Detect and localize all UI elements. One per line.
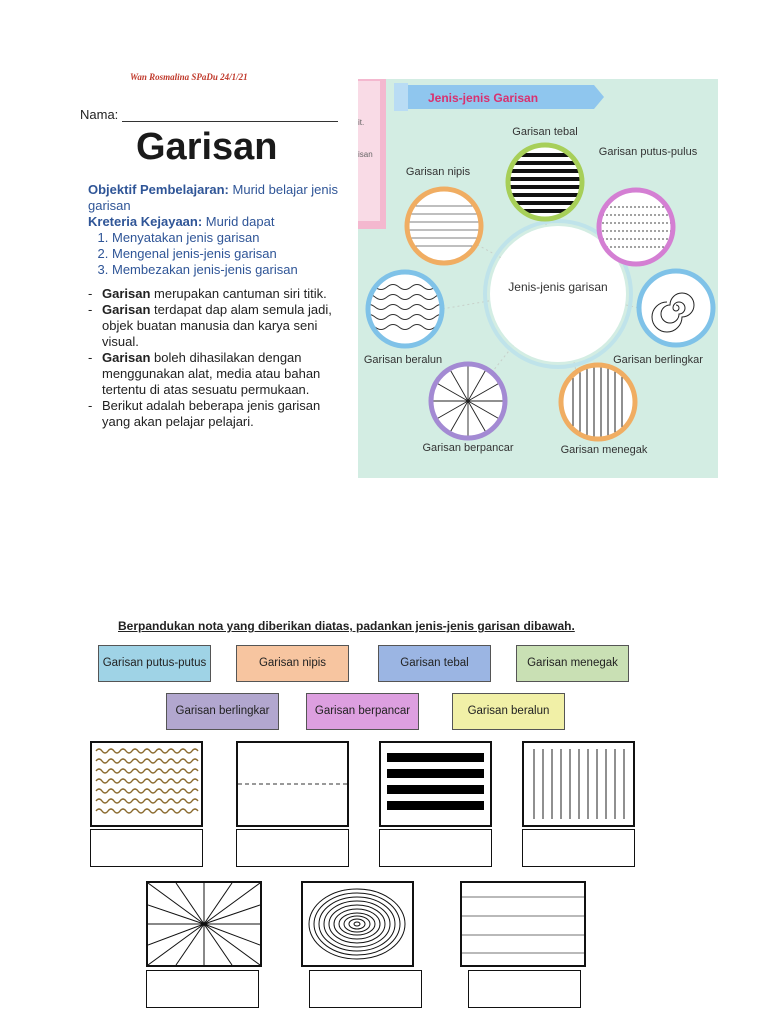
- answer-box[interactable]: [90, 829, 203, 867]
- photo-banner: Jenis-jenis Garisan: [428, 91, 538, 105]
- label-berpancar: Garisan berpancar: [422, 442, 513, 454]
- picture-radiating-lines: [146, 881, 262, 967]
- bullet-keyword: Garisan: [102, 302, 151, 317]
- answer-box[interactable]: [522, 829, 635, 867]
- criteria-item: Menyatakan jenis garisan: [112, 230, 350, 246]
- radiating-lines-drawing: [148, 883, 260, 965]
- answer-label-berpancar[interactable]: Garisan berpancar: [306, 693, 419, 730]
- answer-label-menegak[interactable]: Garisan menegak: [516, 645, 629, 682]
- criteria: Kreteria Kejayaan: Murid dapat: [88, 214, 350, 230]
- bullet-text: Berikut adalah beberapa jenis garisan ya…: [102, 398, 321, 429]
- answer-label-nipis[interactable]: Garisan nipis: [236, 645, 349, 682]
- notes-bullets: Garisan merupakan cantuman siri titik. G…: [88, 286, 350, 430]
- answer-box[interactable]: [146, 970, 259, 1008]
- page-title: Garisan: [136, 126, 278, 168]
- bullet-text: boleh dihasilakan dengan menggunakan ala…: [102, 350, 321, 397]
- label-menegak: Garisan menegak: [561, 444, 648, 456]
- picture-vertical-lines: [522, 741, 635, 827]
- picture-thin-lines: [460, 881, 586, 967]
- author-credit: Wan Rosmalina SPaDu 24/1/21: [130, 72, 248, 82]
- vertical-lines-drawing: [533, 749, 625, 819]
- thick-lines-drawing: [387, 753, 484, 810]
- objective-text: Murid belajar jenis garisan: [88, 182, 339, 213]
- name-field-row: Nama:: [80, 107, 339, 122]
- line-types-mindmap: it. isan Jenis-jenis Garisan Jenis-jenis…: [358, 79, 716, 456]
- photo-edge-text: it.: [358, 118, 364, 127]
- answer-box[interactable]: [379, 829, 492, 867]
- dashed-line-drawing: [238, 783, 347, 785]
- bullet-keyword: Garisan: [102, 350, 151, 365]
- wavy-lines-drawing: [95, 748, 199, 814]
- photo-edge-text: isan: [358, 150, 373, 159]
- lesson-notes: Objektif Pembelajaran: Murid belajar jen…: [88, 182, 350, 430]
- picture-thick-lines: [379, 741, 492, 827]
- name-label: Nama:: [80, 107, 119, 122]
- answer-box[interactable]: [236, 829, 349, 867]
- answer-label-berlingkar[interactable]: Garisan berlingkar: [166, 693, 279, 730]
- label-berlingkar: Garisan berlingkar: [613, 354, 703, 366]
- label-putus-putus: Garisan putus-pulus: [599, 146, 698, 158]
- picture-spiral-lines: [301, 881, 414, 967]
- picture-dashed-line: [236, 741, 349, 827]
- criteria-label: Kreteria Kejayaan:: [88, 214, 203, 229]
- objective-label: Objektif Pembelajaran:: [88, 182, 229, 197]
- criteria-list: Menyatakan jenis garisan Mengenal jenis-…: [88, 230, 350, 278]
- objective: Objektif Pembelajaran: Murid belajar jen…: [88, 182, 350, 214]
- textbook-photo: it. isan Jenis-jenis Garisan Jenis-jenis…: [358, 79, 718, 478]
- answer-label-putus-putus[interactable]: Garisan putus-putus: [98, 645, 211, 682]
- picture-wavy-lines: [90, 741, 203, 827]
- spiral-lines-drawing: [308, 888, 406, 960]
- answer-label-beralun[interactable]: Garisan beralun: [452, 693, 565, 730]
- answer-box[interactable]: [309, 970, 422, 1008]
- bullet-keyword: Garisan: [102, 286, 151, 301]
- center-label: Jenis-jenis garisan: [508, 280, 607, 294]
- answer-box[interactable]: [468, 970, 581, 1008]
- bullet-item: Garisan merupakan cantuman siri titik.: [88, 286, 350, 302]
- answer-label-tebal[interactable]: Garisan tebal: [378, 645, 491, 682]
- bullet-text: merupakan cantuman siri titik.: [154, 286, 327, 301]
- label-nipis: Garisan nipis: [406, 166, 471, 178]
- criteria-item: Membezakan jenis-jenis garisan: [112, 262, 350, 278]
- name-blank-line[interactable]: [122, 108, 339, 122]
- exercise-instruction: Berpandukan nota yang diberikan diatas, …: [118, 619, 575, 633]
- bullet-item: Garisan boleh dihasilakan dengan menggun…: [88, 350, 350, 398]
- thin-lines-drawing: [462, 896, 584, 954]
- label-tebal: Garisan tebal: [512, 126, 577, 138]
- bullet-item: Garisan terdapat dap alam semula jadi, o…: [88, 302, 350, 350]
- bullet-text: terdapat dap alam semula jadi, objek bua…: [102, 302, 332, 349]
- label-beralun: Garisan beralun: [364, 354, 442, 366]
- criteria-item: Mengenal jenis-jenis garisan: [112, 246, 350, 262]
- criteria-text: Murid dapat: [205, 214, 275, 229]
- bullet-item: Berikut adalah beberapa jenis garisan ya…: [88, 398, 350, 430]
